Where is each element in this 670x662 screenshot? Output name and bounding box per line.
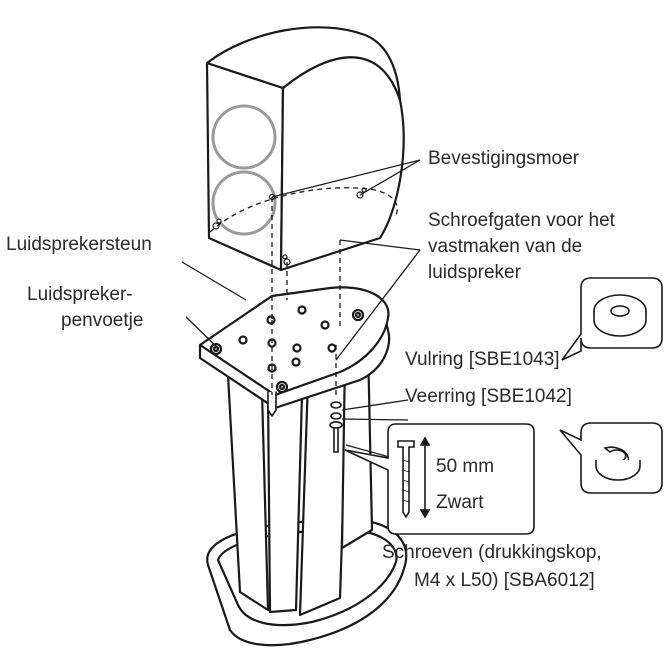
label-screw-holes-line3: luidspreker [428,262,521,283]
label-screw-holes-line1: Schroefgaten voor het [428,210,615,231]
top-plate [198,286,390,397]
woofer-upper [211,104,277,170]
label-speaker-stand: Luidsprekersteun [6,234,152,255]
label-screws-line1: Schroeven (drukkingskop, [382,542,602,563]
speaker-front [279,56,405,272]
label-screw-length: 50 mm [436,456,495,477]
label-mounting-nut: Bevestigingsmoer [428,148,580,169]
speaker-top [205,26,402,102]
spike-foot [267,391,277,417]
label-spring-washer: Veerring [SBE1042] [405,386,572,407]
label-washer: Vulring [SBE1043] [405,349,560,370]
label-spike-foot-line2: penvoetje [61,310,144,331]
screw-icon [397,440,415,519]
label-screw-color: Zwart [436,492,484,513]
stand-column-center [266,390,304,614]
woofer-lower [211,170,277,236]
label-screw-holes-line2: vastmaken van de [428,236,583,257]
label-screws-line2: M4 x L50) [SBA6012] [414,570,595,591]
label-spike-foot-line1: Luidspreker- [27,284,133,305]
